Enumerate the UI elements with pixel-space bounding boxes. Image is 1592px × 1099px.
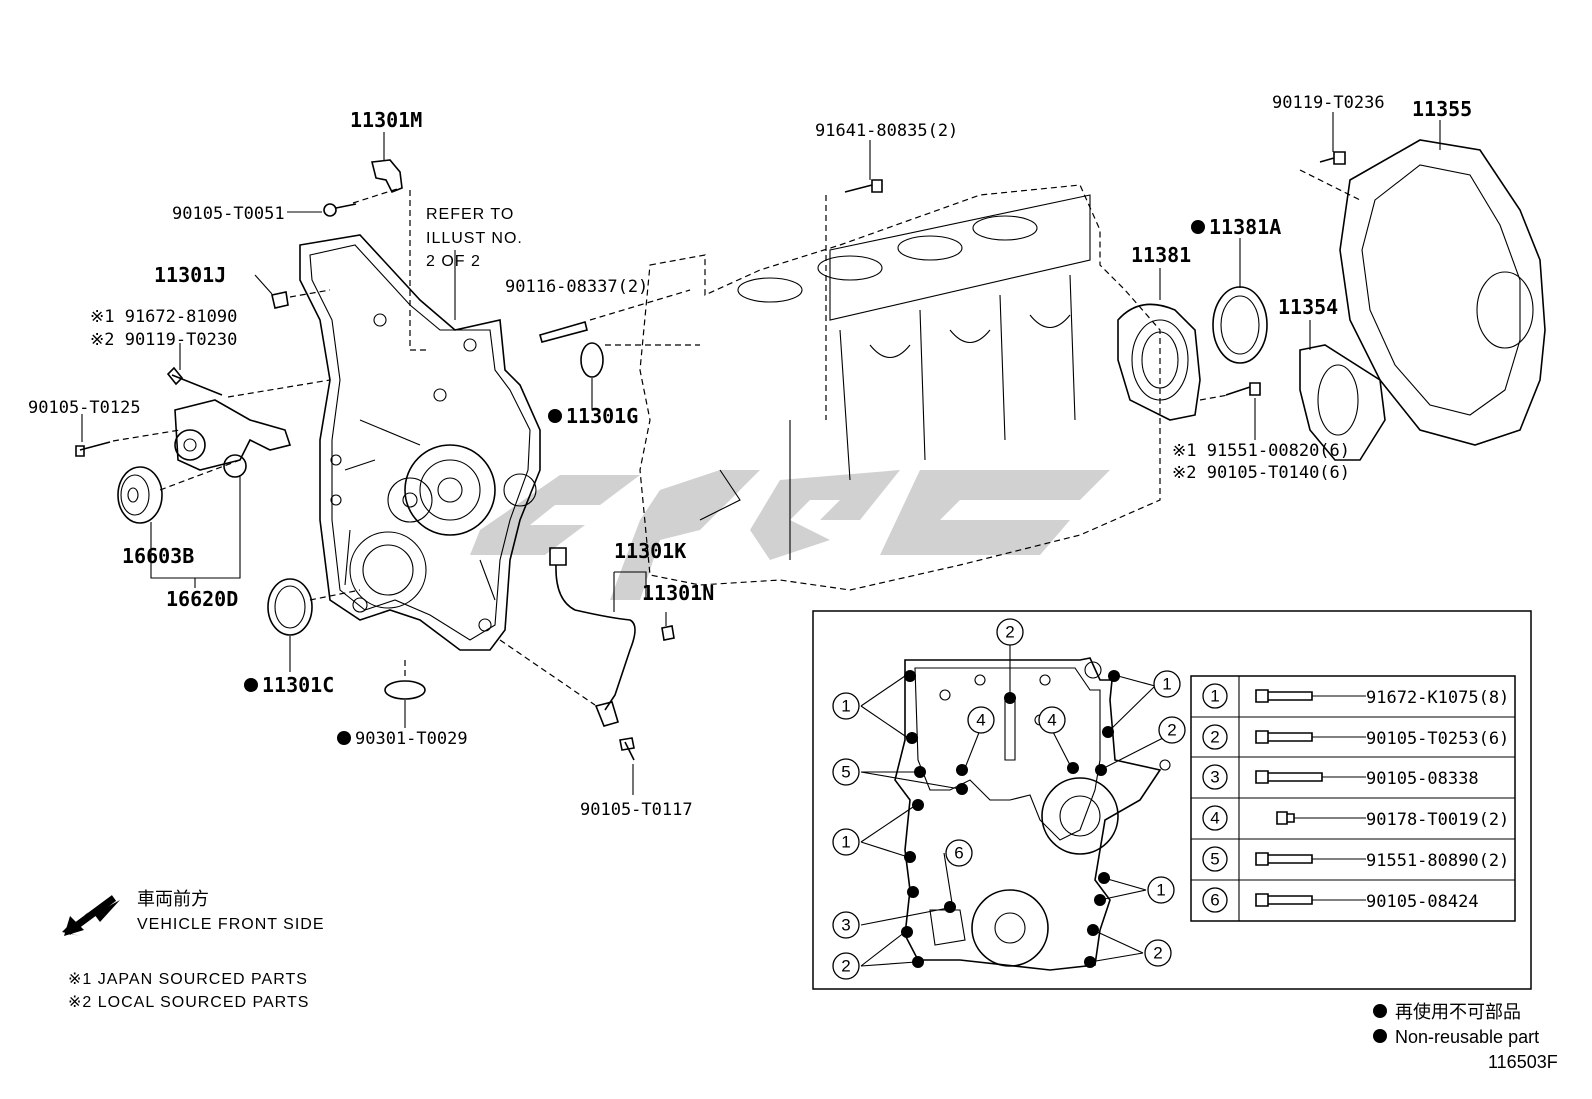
table-part-3: 90105-08338: [1366, 769, 1479, 789]
figure-id: 116503F: [1488, 1052, 1558, 1072]
svg-text:2: 2: [1153, 944, 1162, 963]
table-part-6: 90105-08424: [1366, 892, 1479, 912]
label-90105-T0051: 90105-T0051: [172, 204, 285, 224]
svg-text:2: 2: [1005, 623, 1014, 642]
label-11301G: 11301G: [566, 404, 638, 428]
japan-sourced-note: ※1 JAPAN SOURCED PARTS: [68, 971, 308, 988]
table-part-4: 90178-T0019(2): [1366, 810, 1509, 830]
nonreuse-dot-11381A: [1191, 220, 1205, 234]
table-part-1: 91672-K1075(8): [1366, 688, 1509, 708]
vehicle-front-en: VEHICLE FRONT SIDE: [137, 916, 325, 933]
label-90116-08337: 90116-08337(2): [505, 277, 648, 297]
inset-callouts: 1 1 2 4 4 2 5 1 6 1 3 2 2: [832, 618, 1186, 980]
table-num-2: 2: [1210, 728, 1219, 747]
svg-text:1: 1: [1162, 675, 1171, 694]
label-91641-80835: 91641-80835(2): [815, 121, 958, 141]
o-ring-90301-T0029: [384, 680, 426, 700]
label-note2-90119: ※2 90119-T0230: [90, 330, 237, 350]
stud-90116: [539, 321, 588, 343]
label-16603B: 16603B: [122, 544, 194, 568]
table-part-2: 90105-T0253(6): [1366, 729, 1509, 749]
label-16620D: 16620D: [166, 587, 238, 611]
label-11355: 11355: [1412, 97, 1472, 121]
label-11301N: 11301N: [642, 581, 714, 605]
o-ring-11301G: [580, 342, 604, 378]
timing-chain-cover: [299, 234, 541, 651]
table-part-5: 91551-80890(2): [1366, 851, 1509, 871]
bolt-90105-T0051: [323, 203, 357, 217]
svg-text:1: 1: [841, 697, 850, 716]
svg-text:3: 3: [841, 916, 850, 935]
end-plate-11355: [1339, 139, 1546, 446]
bolt-90105-T0125: [75, 441, 111, 457]
rear-oil-seal-11381A: [1212, 286, 1268, 364]
leader-lines: [81, 112, 1441, 795]
label-11381: 11381: [1131, 243, 1191, 267]
inset-cover-drawing: [894, 657, 1171, 971]
label-refer-to: REFER TO: [426, 206, 514, 223]
bolt-91641: [844, 179, 883, 193]
label-90105-T0125: 90105-T0125: [28, 398, 141, 418]
cam-position-sensor: [371, 159, 403, 194]
nonreuse-dot-11301G: [548, 409, 562, 423]
label-note2-90105-T0140: ※2 90105-T0140(6): [1172, 463, 1350, 483]
svg-text:6: 6: [954, 844, 963, 863]
label-11301M: 11301M: [350, 108, 422, 132]
local-sourced-note: ※2 LOCAL SOURCED PARTS: [68, 994, 309, 1011]
plug-11301J: [271, 291, 289, 309]
table-num-5: 5: [1210, 850, 1219, 869]
alignment-lines: [112, 169, 1361, 706]
nonreuse-legend-en: Non-reusable part: [1395, 1027, 1539, 1047]
label-11354: 11354: [1278, 295, 1338, 319]
table-num-1: 1: [1210, 687, 1219, 706]
table-num-6: 6: [1210, 891, 1219, 910]
label-note1-91551: ※1 91551-00820(6): [1172, 441, 1350, 461]
label-11301K: 11301K: [614, 539, 686, 563]
table-num-4: 4: [1210, 809, 1219, 828]
nonreuse-dot-11301C: [244, 678, 258, 692]
bolt-location-inset: 1 1 2 4 4 2 5 1 6 1 3 2 2 1 91672-K1075(…: [812, 610, 1532, 990]
long-bolt-91672: [166, 366, 223, 396]
svg-text:4: 4: [1047, 711, 1056, 730]
svg-text:1: 1: [1156, 881, 1165, 900]
oil-seal-11301C: [267, 578, 313, 636]
vehicle-front-jp: 車両前方: [137, 889, 209, 909]
idler-bracket: [174, 399, 292, 478]
nonreuse-dot-90301: [337, 731, 351, 745]
label-note1-91672: ※1 91672-81090: [90, 307, 237, 327]
front-arrow-icon: [62, 895, 120, 936]
table-num-3: 3: [1210, 768, 1219, 787]
nonreuse-legend-dot: [1373, 1004, 1387, 1018]
label-illust-no: ILLUST NO.: [426, 230, 523, 247]
label-90105-T0117: 90105-T0117: [580, 800, 693, 820]
inset-leaders: [860, 642, 1164, 967]
svg-text:4: 4: [976, 711, 985, 730]
idler-pulley-16603B: [117, 466, 163, 524]
bolt-11301N: [661, 625, 675, 641]
nonreuse-legend-dot-en: [1373, 1029, 1387, 1043]
nonreuse-legend-jp: 再使用不可部品: [1395, 1002, 1521, 1022]
cover-11354: [1299, 344, 1386, 461]
label-90301-T0029: 90301-T0029: [355, 729, 468, 749]
label-11301J: 11301J: [154, 263, 226, 287]
bolt-90119-T0236: [1319, 151, 1346, 165]
svg-text:2: 2: [1167, 721, 1176, 740]
svg-text:2: 2: [841, 957, 850, 976]
bolt-table: 1 91672-K1075(8) 2 90105-T0253(6) 3 9010…: [1190, 675, 1516, 922]
svg-text:1: 1: [841, 833, 850, 852]
watermark-logo: [470, 470, 1110, 600]
label-11381A: 11381A: [1209, 215, 1281, 239]
oil-seal-retainer-11381: [1117, 303, 1201, 421]
crank-position-sensor: [549, 547, 636, 761]
svg-text:5: 5: [841, 763, 850, 782]
cylinder-block: [639, 184, 1161, 591]
label-11301C: 11301C: [262, 673, 334, 697]
label-2-of-2: 2 OF 2: [426, 253, 481, 270]
label-90119-T0236: 90119-T0236: [1272, 93, 1385, 113]
bolt-91551: [1225, 382, 1261, 396]
